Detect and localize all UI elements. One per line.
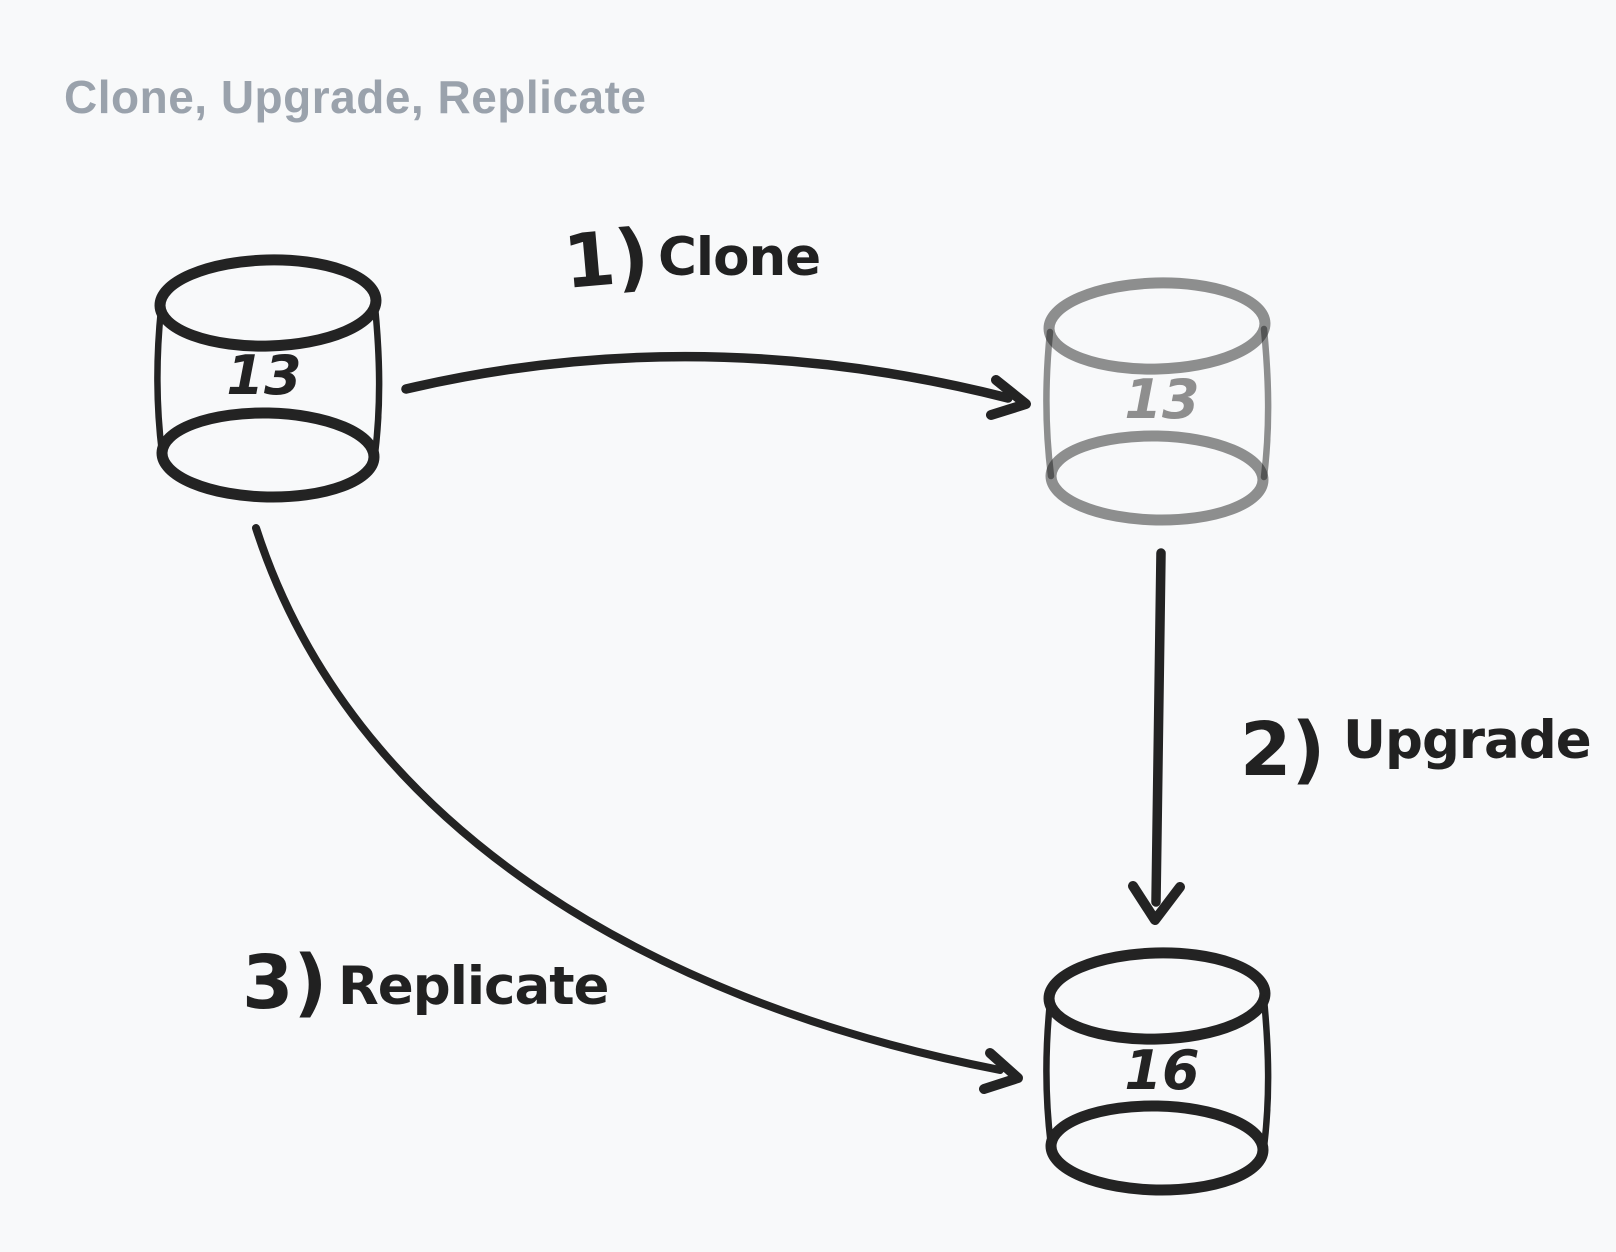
step-label-replicate: 3) Replicate xyxy=(242,940,610,1026)
step-word-clone: Clone xyxy=(658,227,820,288)
clone-arrow xyxy=(401,351,1031,420)
upgrade-arrowhead-icon xyxy=(1128,881,1185,925)
clone-arrow-shaft xyxy=(401,351,1013,403)
step-number-clone: 1) xyxy=(560,213,652,306)
step-word-replicate: Replicate xyxy=(338,956,609,1017)
upgrade-arrow-shaft xyxy=(1151,548,1166,907)
db-source-node: 13 xyxy=(157,257,379,499)
upgrade-arrow xyxy=(1128,548,1185,925)
replicate-arrow-shaft xyxy=(252,524,1004,1074)
clone-arrowhead-icon xyxy=(986,375,1031,420)
db-upgraded-node: 16 xyxy=(1046,950,1268,1192)
page-title: Clone, Upgrade, Replicate xyxy=(64,71,647,123)
step-word-upgrade: Upgrade xyxy=(1343,710,1591,771)
replicate-arrowhead-icon xyxy=(979,1048,1023,1094)
db-source-version-label: 13 xyxy=(226,344,301,407)
db-upgraded-version-label: 16 xyxy=(1124,1039,1199,1102)
replicate-arrow xyxy=(252,524,1023,1094)
step-number-upgrade: 2) xyxy=(1240,707,1325,793)
db-clone-node: 13 xyxy=(1046,280,1268,522)
step-label-clone: 1) Clone xyxy=(560,213,821,306)
db-clone-version-label: 13 xyxy=(1124,368,1199,431)
step-number-replicate: 3) xyxy=(242,940,327,1026)
step-label-upgrade: 2) Upgrade xyxy=(1240,707,1592,793)
